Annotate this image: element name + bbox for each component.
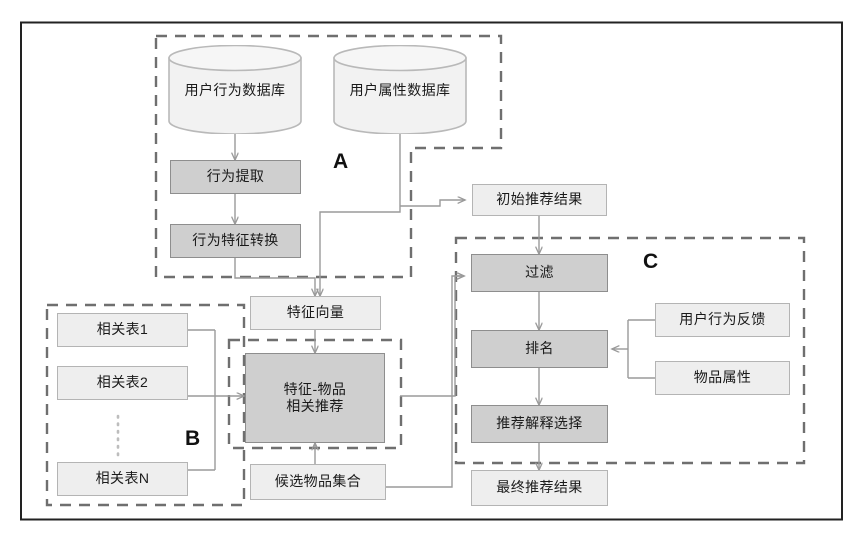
filter-node[interactable]: 过滤 (471, 254, 608, 292)
edge-attrdb-to-featurevector (320, 134, 401, 296)
final-recommend-result-node[interactable]: 最终推荐结果 (471, 470, 608, 506)
user-behavior-db[interactable]: 用户行为数据库 (168, 45, 302, 134)
group-a-boundary (154, 34, 503, 279)
initial-recommend-result-node[interactable]: 初始推荐结果 (472, 184, 607, 216)
behavior-feature-convert-node[interactable]: 行为特征转换 (170, 224, 301, 258)
related-table-2-node[interactable]: 相关表2 (57, 366, 188, 400)
outer-frame (20, 21, 843, 521)
edge-core-to-filter (400, 276, 464, 397)
related-table-n-node[interactable]: 相关表N (57, 462, 188, 496)
user-attribute-db[interactable]: 用户属性数据库 (333, 45, 467, 134)
candidate-item-set-node[interactable]: 候选物品集合 (250, 464, 386, 500)
edge-attrdb-to-initial (400, 200, 465, 207)
group-a-label: A (333, 150, 349, 173)
group-b-label: B (185, 427, 201, 450)
item-attribute-node[interactable]: 物品属性 (655, 361, 790, 395)
behavior-extraction-node[interactable]: 行为提取 (170, 160, 301, 194)
user-behavior-feedback-node[interactable]: 用户行为反馈 (655, 303, 790, 337)
group-c-label: C (643, 250, 659, 273)
explain-selection-node[interactable]: 推荐解释选择 (471, 405, 608, 443)
ranking-node[interactable]: 排名 (471, 330, 608, 368)
feature-item-recommend-node[interactable]: 特征-物品 相关推荐 (245, 353, 385, 443)
user-behavior-db-label: 用户行为数据库 (184, 81, 286, 98)
cylinder-shape (168, 45, 302, 134)
related-table-1-node[interactable]: 相关表1 (57, 313, 188, 347)
feature-vector-node[interactable]: 特征向量 (250, 296, 381, 330)
edge-candidates-to-filter (386, 276, 464, 488)
edge-convert-to-featurevector (234, 258, 315, 296)
user-attribute-db-label: 用户属性数据库 (349, 81, 451, 98)
group-c-boundary (454, 236, 806, 465)
cylinder-shape (333, 45, 467, 134)
group-b-boundary (45, 303, 246, 507)
